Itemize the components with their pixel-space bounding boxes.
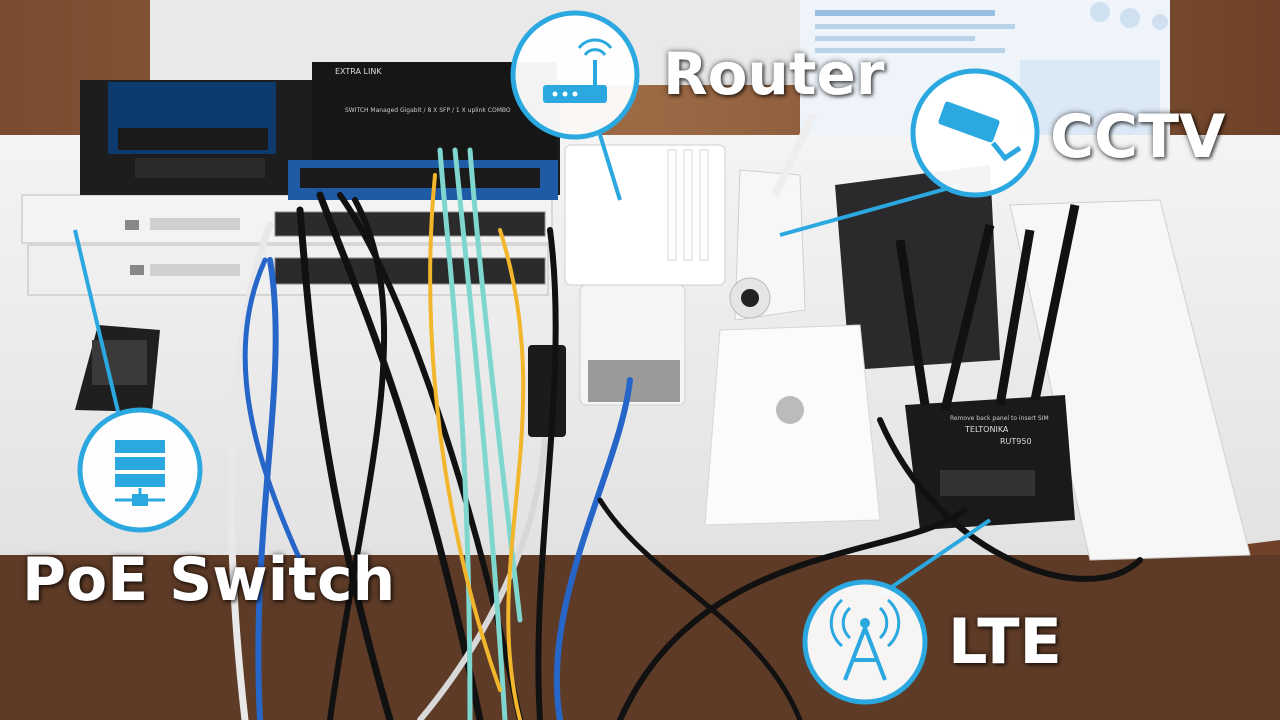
router-label: Router: [663, 40, 885, 108]
sector-antenna: [704, 324, 881, 526]
security-camera-icon: [910, 68, 1040, 198]
poe-switch-label: PoE Switch: [22, 545, 396, 615]
cctv-label: CCTV: [1050, 102, 1226, 172]
small-cpe: [579, 284, 686, 406]
lte-router: [895, 204, 1080, 530]
floor: [0, 555, 1280, 720]
managed-sfp-switch: [288, 62, 558, 200]
wifi-router: [564, 144, 726, 286]
router-wifi-icon: [510, 10, 640, 140]
cell-tower-icon: [802, 579, 928, 705]
lte-model-text: RUT950: [1000, 437, 1032, 446]
outdoor-unit: [835, 165, 1000, 370]
lte-brand-text: TELTONIKA: [964, 425, 1009, 434]
cables: [227, 147, 1143, 720]
poe-injector: [528, 345, 566, 437]
lte-label: LTE: [948, 605, 1062, 678]
switch-model-text: SWITCH Managed Gigabit / 8 X SFP / 1 X u…: [345, 107, 511, 114]
blue-desktop-switch: [108, 82, 276, 178]
callout-lines: [73, 124, 992, 597]
network-switch-icon: [77, 407, 203, 533]
bullet-camera: [729, 112, 817, 321]
switch-brand-text: EXTRA LINK: [335, 67, 382, 76]
lte-note-text: Remove back panel to insert SIM: [950, 415, 1049, 422]
